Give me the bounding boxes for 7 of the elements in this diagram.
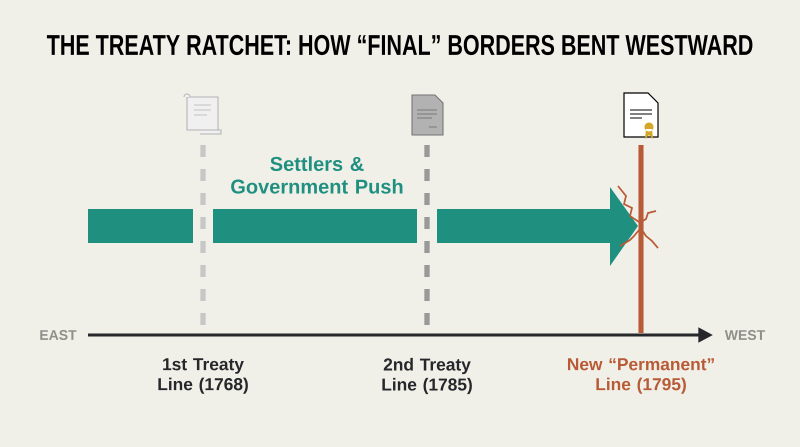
axis-label: WEST bbox=[724, 330, 766, 340]
arrow-label: Settlers & Government Push bbox=[231, 156, 402, 194]
axis-label: EAST bbox=[40, 330, 76, 340]
treaty-label: 1st Treaty Line (1768) bbox=[158, 358, 248, 394]
page-title: THE TREATY RATCHET: HOW “FINAL” BORDERS BENT WESTWARD bbox=[46, 34, 752, 56]
treaty-label: 2nd Treaty Line (1785) bbox=[382, 358, 472, 394]
treaty-label: New “Permanent” Line (1795) bbox=[568, 358, 714, 394]
